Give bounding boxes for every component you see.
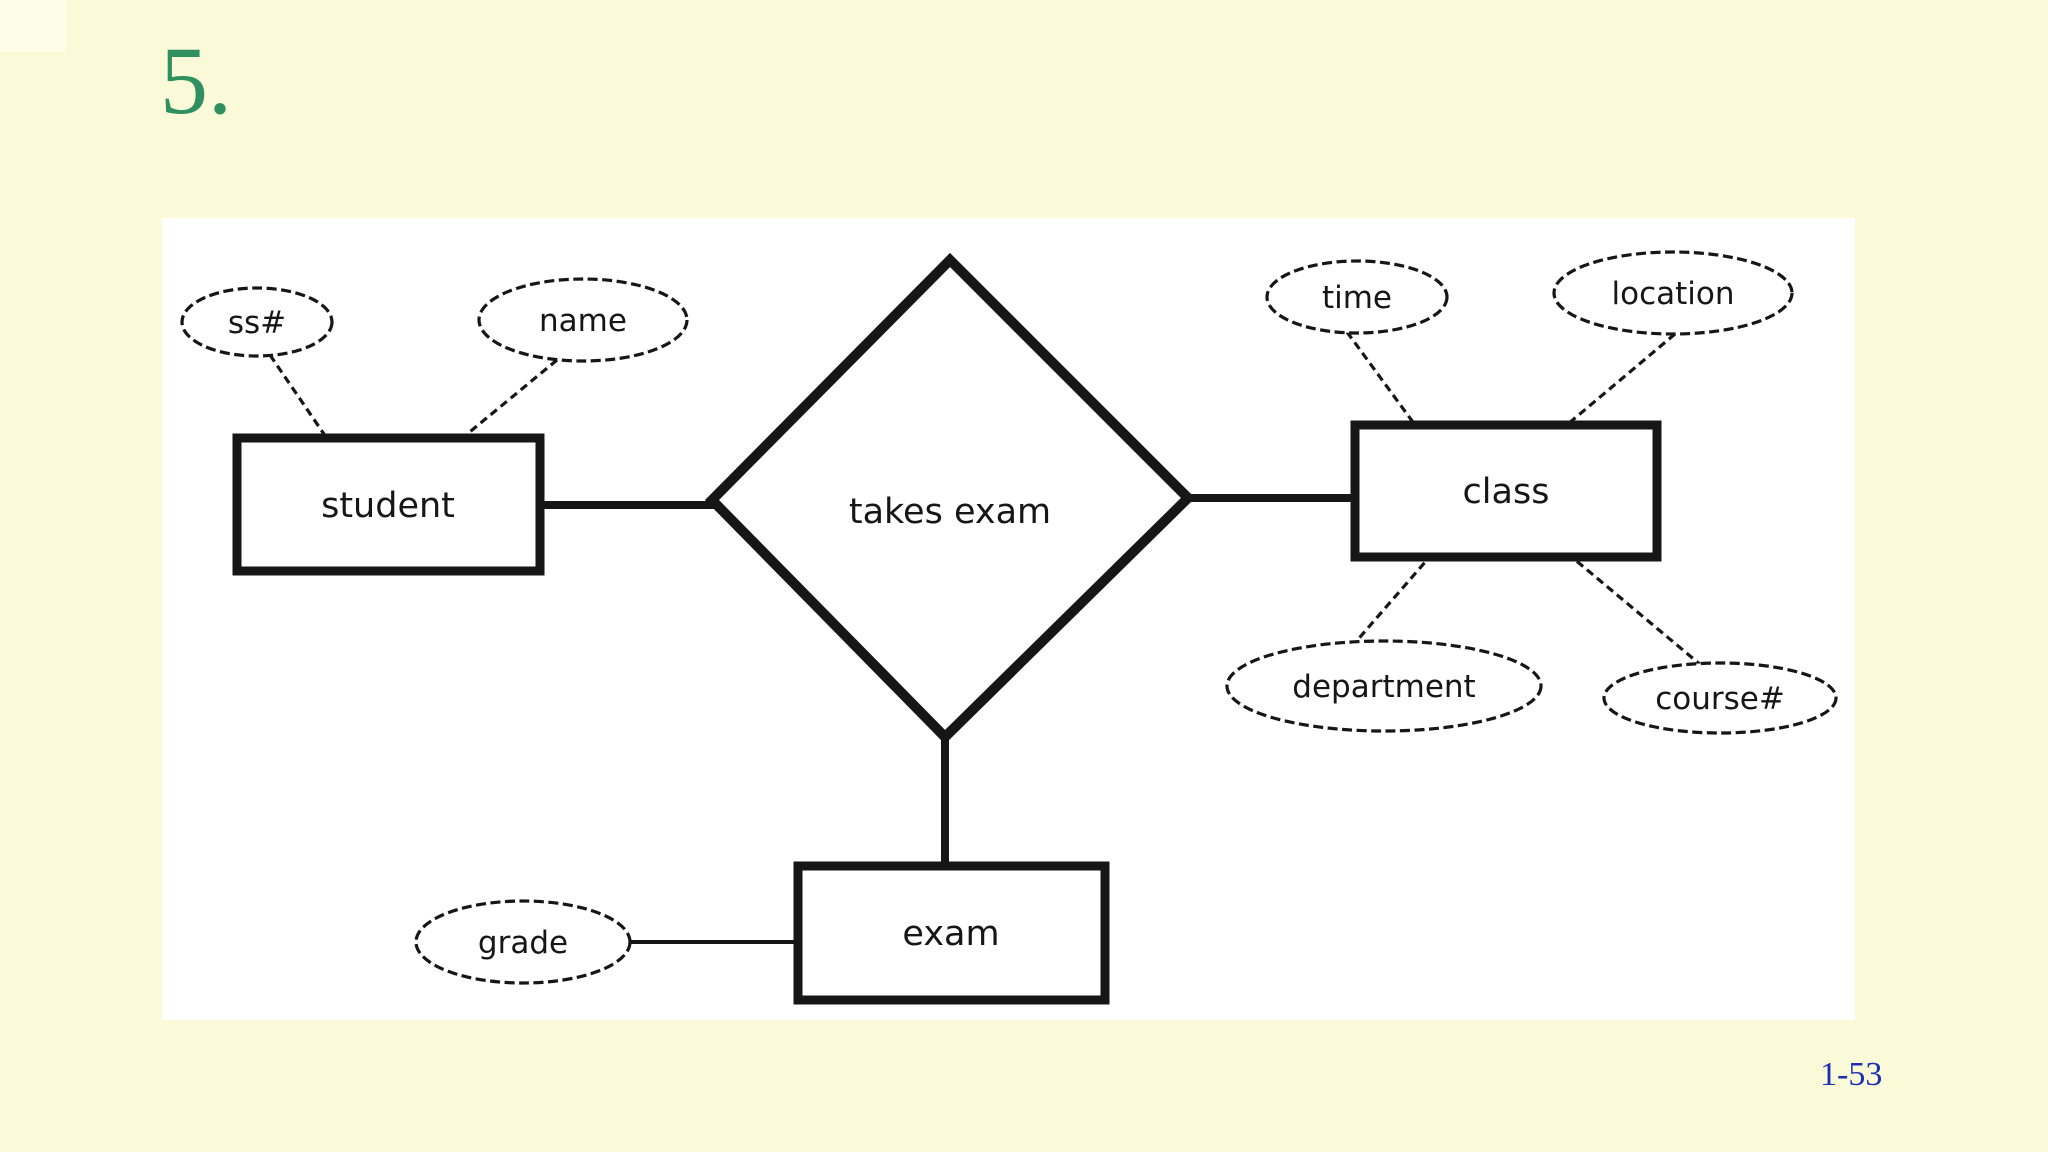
attribute-name-label: name [539, 303, 627, 339]
page-number: 1-53 [1820, 1056, 1883, 1093]
connector-location-class [1560, 332, 1677, 431]
attribute-ssn-oval [180, 286, 334, 358]
connector-class-department [1352, 551, 1435, 646]
relationship-takes-exam-diamond [704, 252, 1196, 745]
entity-student-label: student [321, 486, 455, 526]
entity-student-rect [232, 433, 545, 576]
er-diagram-canvas: student takes exam class exam ss# name t… [180, 250, 1838, 1005]
connector-time-class [1345, 331, 1420, 430]
attribute-time-label: time [1322, 280, 1392, 316]
attribute-time-oval [1265, 259, 1449, 335]
entity-class-rect [1350, 420, 1662, 562]
attribute-grade-label: grade [478, 925, 568, 961]
er-diagram-panel: student takes exam class exam ss# name t… [162, 218, 1855, 1020]
entity-exam-rect [793, 861, 1110, 1005]
slide-number: 5. [160, 27, 232, 134]
attribute-location-label: location [1611, 276, 1734, 312]
attribute-course-number-oval [1602, 661, 1838, 735]
attribute-name-oval [477, 277, 689, 363]
connector-name-student [458, 358, 559, 442]
relationship-takes-exam-label: takes exam [849, 492, 1051, 532]
attribute-grade-oval [414, 899, 632, 985]
attribute-location-oval [1552, 250, 1794, 336]
attribute-course-number-label: course# [1655, 681, 1785, 717]
connector-class-course-number [1565, 551, 1704, 668]
attribute-department-oval [1225, 639, 1543, 733]
background-artifact-patch [0, 0, 66, 52]
entity-exam-label: exam [902, 914, 999, 954]
attribute-ssn-label: ss# [228, 305, 286, 341]
attribute-department-label: department [1292, 669, 1475, 705]
connector-ssn-student [268, 354, 330, 441]
entity-class-label: class [1463, 472, 1550, 512]
